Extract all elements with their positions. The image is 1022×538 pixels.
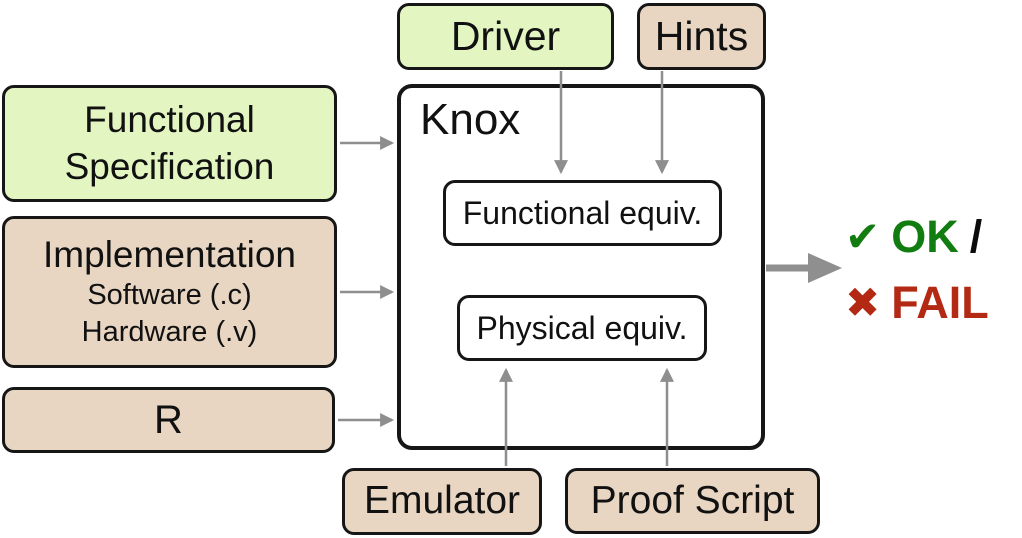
node-physical-equiv: Physical equiv. <box>457 295 707 361</box>
implementation-detail-software: Software (.c) <box>87 279 252 312</box>
result-fail-line: ✖ FAIL <box>845 270 1022 336</box>
node-functional-specification: Functional Specification <box>2 85 337 202</box>
driver-label: Driver <box>450 12 561 59</box>
hints-label: Hints <box>654 12 749 59</box>
functional-specification-label: Functional Specification <box>64 98 275 187</box>
node-proof-script: Proof Script <box>565 468 820 534</box>
node-implementation: Implementation Software (.c) Hardware (.… <box>2 216 337 368</box>
r-label: R <box>154 398 183 442</box>
implementation-title: Implementation <box>43 233 296 275</box>
physical-equiv-label: Physical equiv. <box>476 309 688 346</box>
cross-icon: ✖ <box>845 279 881 326</box>
knox-title: Knox <box>420 95 521 144</box>
node-hints: Hints <box>637 3 766 70</box>
fail-label: FAIL <box>891 277 989 328</box>
arrow-knox-to-result <box>766 253 842 283</box>
node-knox: Knox <box>397 84 765 450</box>
implementation-detail-hardware: Hardware (.v) <box>81 316 258 349</box>
node-functional-equiv: Functional equiv. <box>443 180 722 246</box>
check-icon: ✔ <box>845 213 881 260</box>
result-text: ✔ OK / ✖ FAIL <box>845 204 1022 336</box>
functional-equiv-label: Functional equiv. <box>462 194 703 231</box>
result-separator: / <box>969 211 983 262</box>
node-emulator: Emulator <box>342 468 542 535</box>
proof-script-label: Proof Script <box>590 478 795 522</box>
node-r: R <box>2 387 335 453</box>
node-driver: Driver <box>397 3 614 70</box>
emulator-label: Emulator <box>363 479 521 523</box>
result-ok-line: ✔ OK / <box>845 204 1022 270</box>
ok-label: OK <box>891 211 959 262</box>
